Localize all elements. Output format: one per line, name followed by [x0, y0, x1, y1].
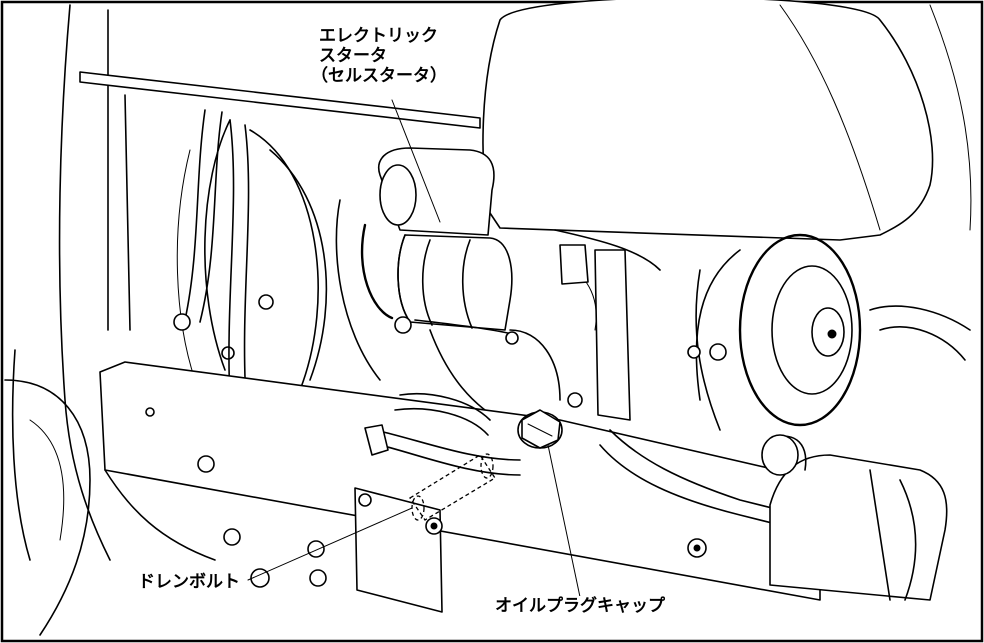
oil-plug-cap — [517, 409, 563, 449]
hood-cover — [482, 0, 972, 241]
top-frame-bar — [79, 71, 481, 129]
starter-label: エレクトリック スタータ （セルスタータ） — [311, 26, 449, 86]
left-fender — [4, 4, 131, 636]
air-cleaner — [761, 305, 971, 601]
front-frame-plate — [99, 361, 821, 601]
radiator-shroud — [176, 119, 328, 391]
starter-label-line1: エレクトリック — [319, 26, 438, 46]
crank-pulley — [687, 233, 862, 431]
drain-bolt-label: ドレンボルト — [136, 572, 242, 592]
electric-starter — [360, 147, 519, 345]
drain-plate — [354, 453, 496, 613]
leader-lines — [247, 99, 581, 598]
oil-plug-cap-label: オイルプラグキャップ — [493, 596, 667, 616]
lower-hoses — [364, 392, 781, 526]
coolant-hoses — [173, 109, 250, 401]
starter-label-line2: スタータ — [319, 46, 387, 66]
engine-block — [335, 199, 661, 431]
starter-label-line3: （セルスタータ） — [311, 66, 447, 86]
lower-bolts — [223, 528, 327, 588]
